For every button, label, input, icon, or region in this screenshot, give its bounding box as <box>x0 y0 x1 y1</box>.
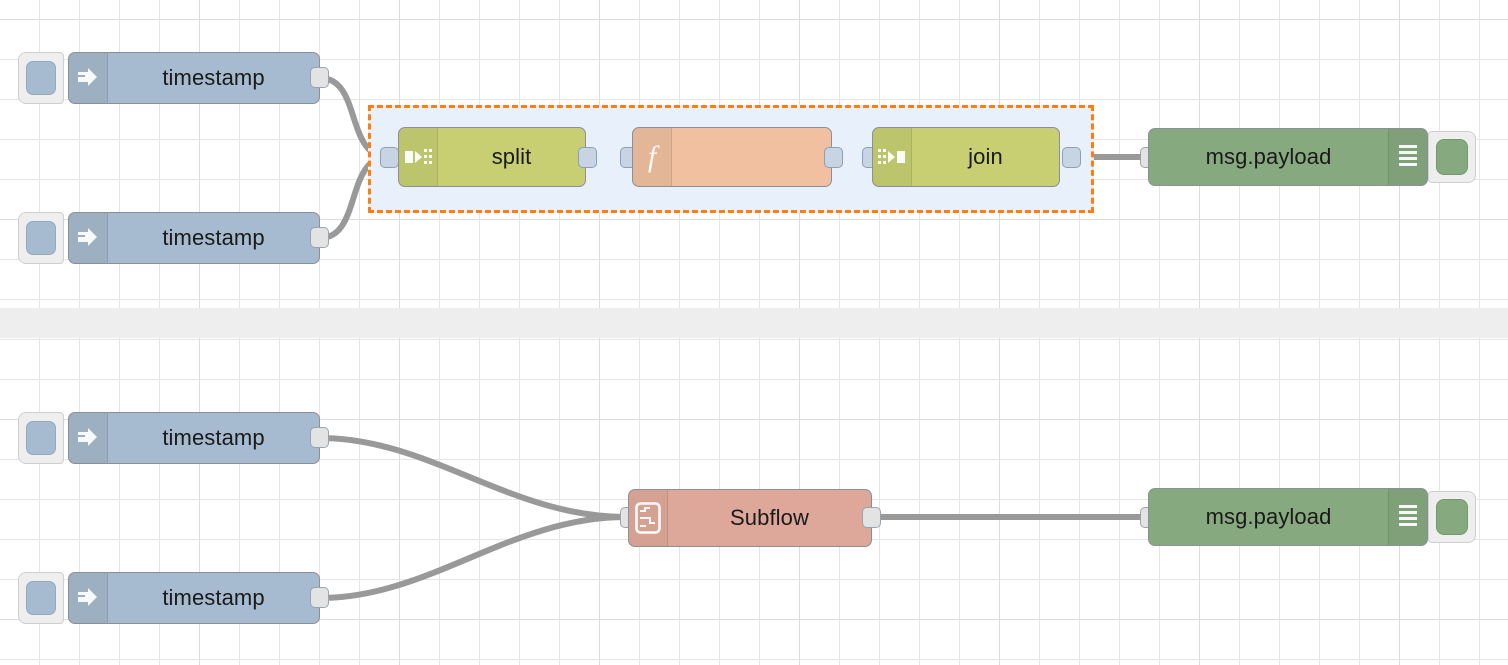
inject-button-knob <box>26 61 56 95</box>
flow-divider-band <box>0 308 1508 338</box>
inject-arrow-icon <box>69 573 108 623</box>
port-output-subflow[interactable] <box>862 507 881 528</box>
port-output-inject-4[interactable] <box>310 587 329 608</box>
port-output-inject-1[interactable] <box>310 67 329 88</box>
debug-toggle-knob <box>1436 499 1468 535</box>
inject-arrow-icon <box>69 413 108 463</box>
svg-text:f: f <box>648 140 660 173</box>
inject-arrow-icon <box>69 53 108 103</box>
node-label: timestamp <box>162 225 265 250</box>
subflow-icon <box>629 490 668 546</box>
port-output-function[interactable] <box>824 147 843 168</box>
node-label: msg.payload <box>1205 504 1332 529</box>
node-subflow[interactable]: Subflow <box>628 489 872 547</box>
debug-toggle-button-2[interactable] <box>1428 491 1476 543</box>
node-join[interactable]: join <box>872 127 1060 187</box>
node-debug-2[interactable]: msg.payload <box>1148 488 1428 546</box>
split-icon <box>399 128 438 186</box>
inject-button-2[interactable] <box>18 212 64 264</box>
wire-inject3-subflow <box>317 435 629 520</box>
debug-lines-icon <box>1388 489 1427 545</box>
node-label: timestamp <box>162 425 265 450</box>
node-function[interactable]: f <box>632 127 832 187</box>
function-f-icon: f <box>633 128 672 186</box>
wire-inject4-subflow <box>317 514 629 601</box>
inject-button-knob <box>26 421 56 455</box>
node-label: split <box>491 144 532 169</box>
node-inject-3[interactable]: timestamp <box>68 412 320 464</box>
inject-arrow-icon <box>69 213 108 263</box>
node-split[interactable]: split <box>398 127 586 187</box>
port-output-inject-2[interactable] <box>310 227 329 248</box>
node-inject-1[interactable]: timestamp <box>68 52 320 104</box>
port-output-split[interactable] <box>578 147 597 168</box>
node-label: msg.payload <box>1205 144 1332 169</box>
node-label: timestamp <box>162 65 265 90</box>
node-debug-1[interactable]: msg.payload <box>1148 128 1428 186</box>
node-label: Subflow <box>730 505 809 530</box>
port-output-inject-3[interactable] <box>310 427 329 448</box>
inject-button-3[interactable] <box>18 412 64 464</box>
debug-lines-icon <box>1388 129 1427 185</box>
node-label <box>672 128 831 186</box>
node-inject-4[interactable]: timestamp <box>68 572 320 624</box>
join-icon <box>873 128 912 186</box>
node-label: timestamp <box>162 585 265 610</box>
inject-button-4[interactable] <box>18 572 64 624</box>
debug-toggle-button-1[interactable] <box>1428 131 1476 183</box>
node-inject-2[interactable]: timestamp <box>68 212 320 264</box>
debug-toggle-knob <box>1436 139 1468 175</box>
port-output-join[interactable] <box>1062 147 1081 168</box>
inject-button-knob <box>26 581 56 615</box>
inject-button-knob <box>26 221 56 255</box>
inject-button-1[interactable] <box>18 52 64 104</box>
node-label: join <box>968 144 1003 169</box>
port-input-split[interactable] <box>380 147 399 168</box>
